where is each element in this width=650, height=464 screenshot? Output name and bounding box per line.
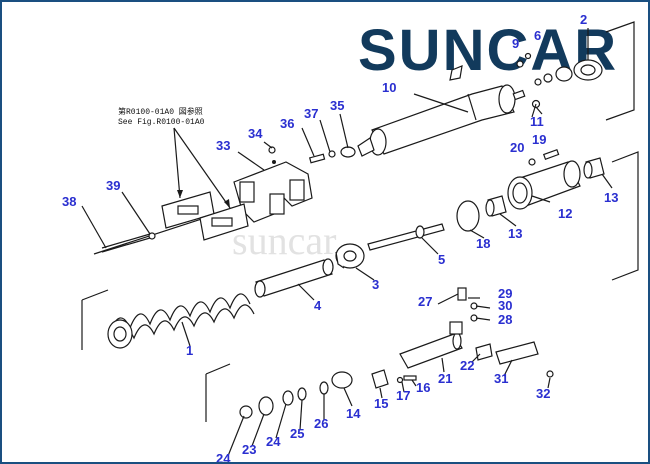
- callout-12: 12: [558, 206, 572, 221]
- part-1-spring: [107, 293, 255, 349]
- reference-note-line-2: See Fig.R0100-01A0: [118, 118, 205, 127]
- callout-21: 21: [438, 371, 452, 386]
- callout-31: 31: [494, 371, 508, 386]
- parts-19-20-bolts: [528, 148, 560, 166]
- part-18-oring: [456, 200, 480, 232]
- callout-28: 28: [498, 312, 512, 327]
- part-12-housing: [507, 160, 581, 210]
- callout-36: 36: [280, 116, 294, 131]
- callout-3: 3: [372, 277, 379, 292]
- callout-10: 10: [382, 80, 396, 95]
- lower-assembly: [239, 287, 554, 419]
- part-33-yoke: [233, 160, 313, 223]
- callout-14: 14: [346, 406, 361, 421]
- callout-33: 33: [216, 138, 230, 153]
- suncar-logo: SUNCAR: [358, 18, 618, 83]
- part-4-tube: [254, 258, 334, 298]
- callout-4: 4: [314, 298, 322, 313]
- callout-39: 39: [106, 178, 120, 193]
- callout-13b: 13: [508, 226, 522, 241]
- watermark: suncar: [232, 218, 336, 263]
- callout-20: 20: [510, 140, 524, 155]
- leader-lines: [81, 93, 613, 457]
- callout-38: 38: [62, 194, 76, 209]
- callout-23: 23: [242, 442, 256, 457]
- callout-22: 22: [460, 358, 474, 373]
- callout-9: 9: [512, 36, 519, 51]
- callout-6: 6: [534, 28, 541, 43]
- callout-16: 16: [416, 380, 430, 395]
- figure-reference-note: 第R0100-01A0 図参照 See Fig.R0100-01A0: [118, 106, 231, 209]
- callout-15: 15: [374, 396, 388, 411]
- callout-13a: 13: [604, 190, 618, 205]
- callout-5: 5: [438, 252, 445, 267]
- svg-text:SUNCAR: SUNCAR: [358, 18, 618, 83]
- part-13-bushings: [485, 157, 605, 217]
- callout-24b: 24: [266, 434, 281, 449]
- callout-37: 37: [304, 106, 318, 121]
- callout-2: 2: [580, 12, 587, 27]
- callout-24a: 24: [216, 451, 231, 462]
- callout-17: 17: [396, 388, 410, 403]
- parts-34-37-hardware: [268, 146, 356, 164]
- part-3-flange: [335, 243, 365, 269]
- callout-11: 11: [530, 114, 544, 129]
- callout-27: 27: [418, 294, 432, 309]
- guide-blocks: [101, 191, 249, 253]
- callout-32: 32: [536, 386, 550, 401]
- part-10-cylinder: [357, 65, 526, 157]
- callout-30: 30: [498, 298, 512, 313]
- callout-35: 35: [330, 98, 344, 113]
- reference-note-line-1: 第R0100-01A0 図参照: [118, 106, 203, 117]
- callout-18: 18: [476, 236, 490, 251]
- callout-numbers: 1 2 3 4 5 6 9 10 11 12 13 13 14 15 16 17…: [62, 12, 618, 462]
- callout-25: 25: [290, 426, 304, 441]
- callout-19: 19: [532, 132, 546, 147]
- callout-26: 26: [314, 416, 328, 431]
- callout-34: 34: [248, 126, 263, 141]
- part-5-rod: [367, 223, 445, 251]
- callout-1: 1: [186, 343, 193, 358]
- small-fasteners-top: [516, 52, 541, 118]
- callout-29: 29: [498, 286, 512, 301]
- part-2-cap: [534, 28, 603, 86]
